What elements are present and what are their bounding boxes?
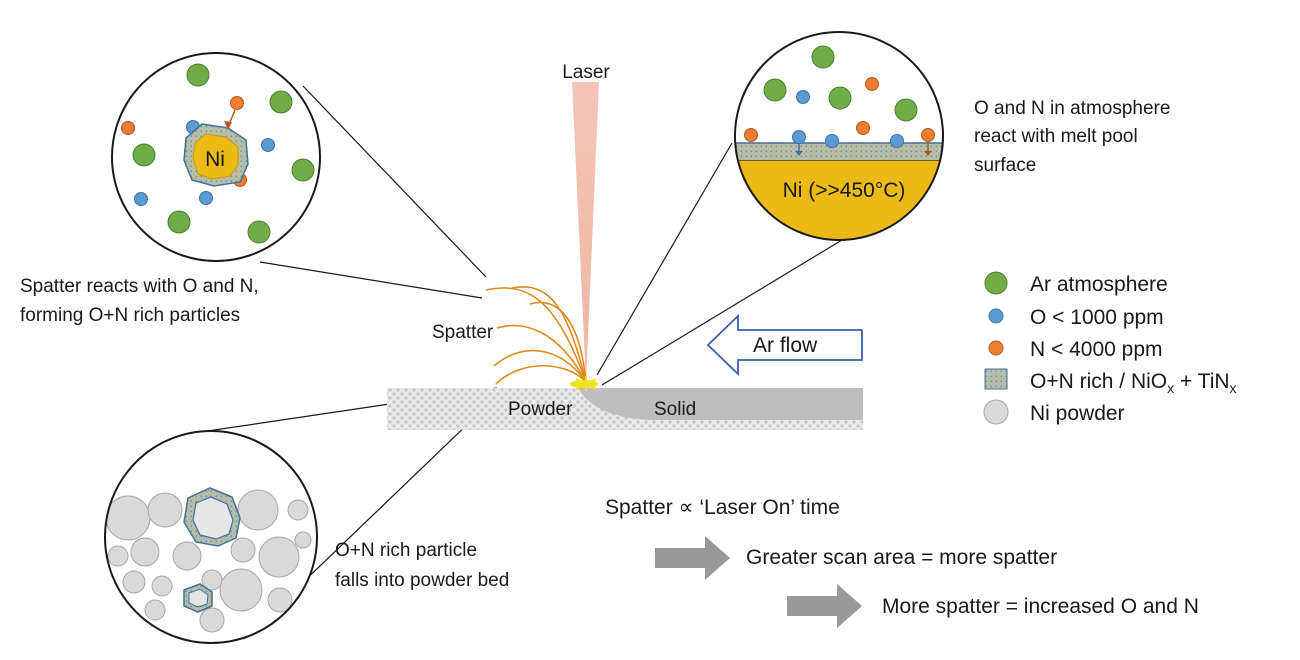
melt-pool-label: Ni (>>450°C) [783, 179, 906, 202]
n-atom [744, 128, 758, 142]
spatter-trajectories [485, 286, 587, 385]
n-atom [121, 121, 135, 135]
legend-rich-swatch [984, 368, 1008, 390]
legend-powder-swatch [983, 399, 1009, 425]
conclusion-line2: Greater scan area = more spatter [746, 546, 1057, 569]
bed-note-line1: O+N rich particle [335, 540, 477, 561]
ni-particle-label: Ni [205, 148, 225, 171]
melt-note-line3: surface [974, 155, 1036, 176]
conclusion-arrow-1 [655, 536, 730, 580]
ar-atom [132, 143, 156, 167]
ar-atom [291, 158, 315, 182]
ar-atom [167, 210, 191, 234]
ar-atom [186, 63, 210, 87]
legend-rich-label: O+N rich / NiOx + TiNx [1030, 370, 1237, 396]
n-atom [865, 77, 879, 91]
ar-atom [763, 78, 787, 102]
zoom-circle-spatter: Ni [111, 52, 321, 262]
ar-atom [269, 90, 293, 114]
n-atom [921, 128, 935, 142]
powder-label: Powder [508, 399, 573, 420]
legend-n-swatch [988, 340, 1004, 356]
melt-note-line1: O and N in atmosphere [974, 98, 1170, 119]
o-atom [134, 192, 148, 206]
laser-beam [572, 82, 599, 382]
legend-ar-label: Ar atmosphere [1030, 273, 1168, 296]
melt-spark [570, 376, 598, 391]
melt-note-line2: react with melt pool [974, 126, 1138, 147]
legend-n-label: N < 4000 ppm [1030, 338, 1163, 361]
spatter-note-line1: Spatter reacts with O and N, [20, 276, 259, 297]
bed-note-line2: falls into powder bed [335, 570, 509, 591]
legend-o-swatch [988, 308, 1004, 324]
zoom-circle-melt-pool: Ni (>>450°C) [734, 31, 944, 241]
n-atom [856, 121, 870, 135]
ar-atom [894, 98, 918, 122]
o-atom [261, 138, 275, 152]
ar-flow-arrow: Ar flow [706, 313, 863, 377]
spatter-label: Spatter [432, 322, 494, 343]
conclusion-line1: Spatter ∝ ‘Laser On’ time [605, 496, 840, 519]
legend-powder-label: Ni powder [1030, 402, 1125, 425]
legend-ar-swatch [984, 271, 1008, 295]
ni-core [192, 133, 239, 180]
solid-label: Solid [654, 399, 696, 420]
ar-flow-label: Ar flow [753, 334, 818, 357]
o-atom [796, 90, 810, 104]
o-atom [792, 130, 806, 144]
o-atom [199, 191, 213, 205]
laser-label: Laser [562, 62, 610, 83]
spatter-note-line2: forming O+N rich particles [20, 305, 240, 326]
o-atom [825, 134, 839, 148]
rich-layer [735, 143, 943, 160]
conclusion-arrow-2 [787, 584, 862, 628]
o-atom [890, 134, 904, 148]
legend: Ar atmosphere O < 1000 ppm N < 4000 ppm … [983, 271, 1237, 425]
solid-track [578, 388, 863, 420]
ar-atom [247, 220, 271, 244]
conclusion-line3: More spatter = increased O and N [882, 595, 1199, 618]
ar-atom [828, 86, 852, 110]
legend-o-label: O < 1000 ppm [1030, 306, 1164, 329]
ar-atom [811, 45, 835, 69]
n-atom [230, 96, 244, 110]
zoom-circle-powder-bed [104, 430, 318, 644]
